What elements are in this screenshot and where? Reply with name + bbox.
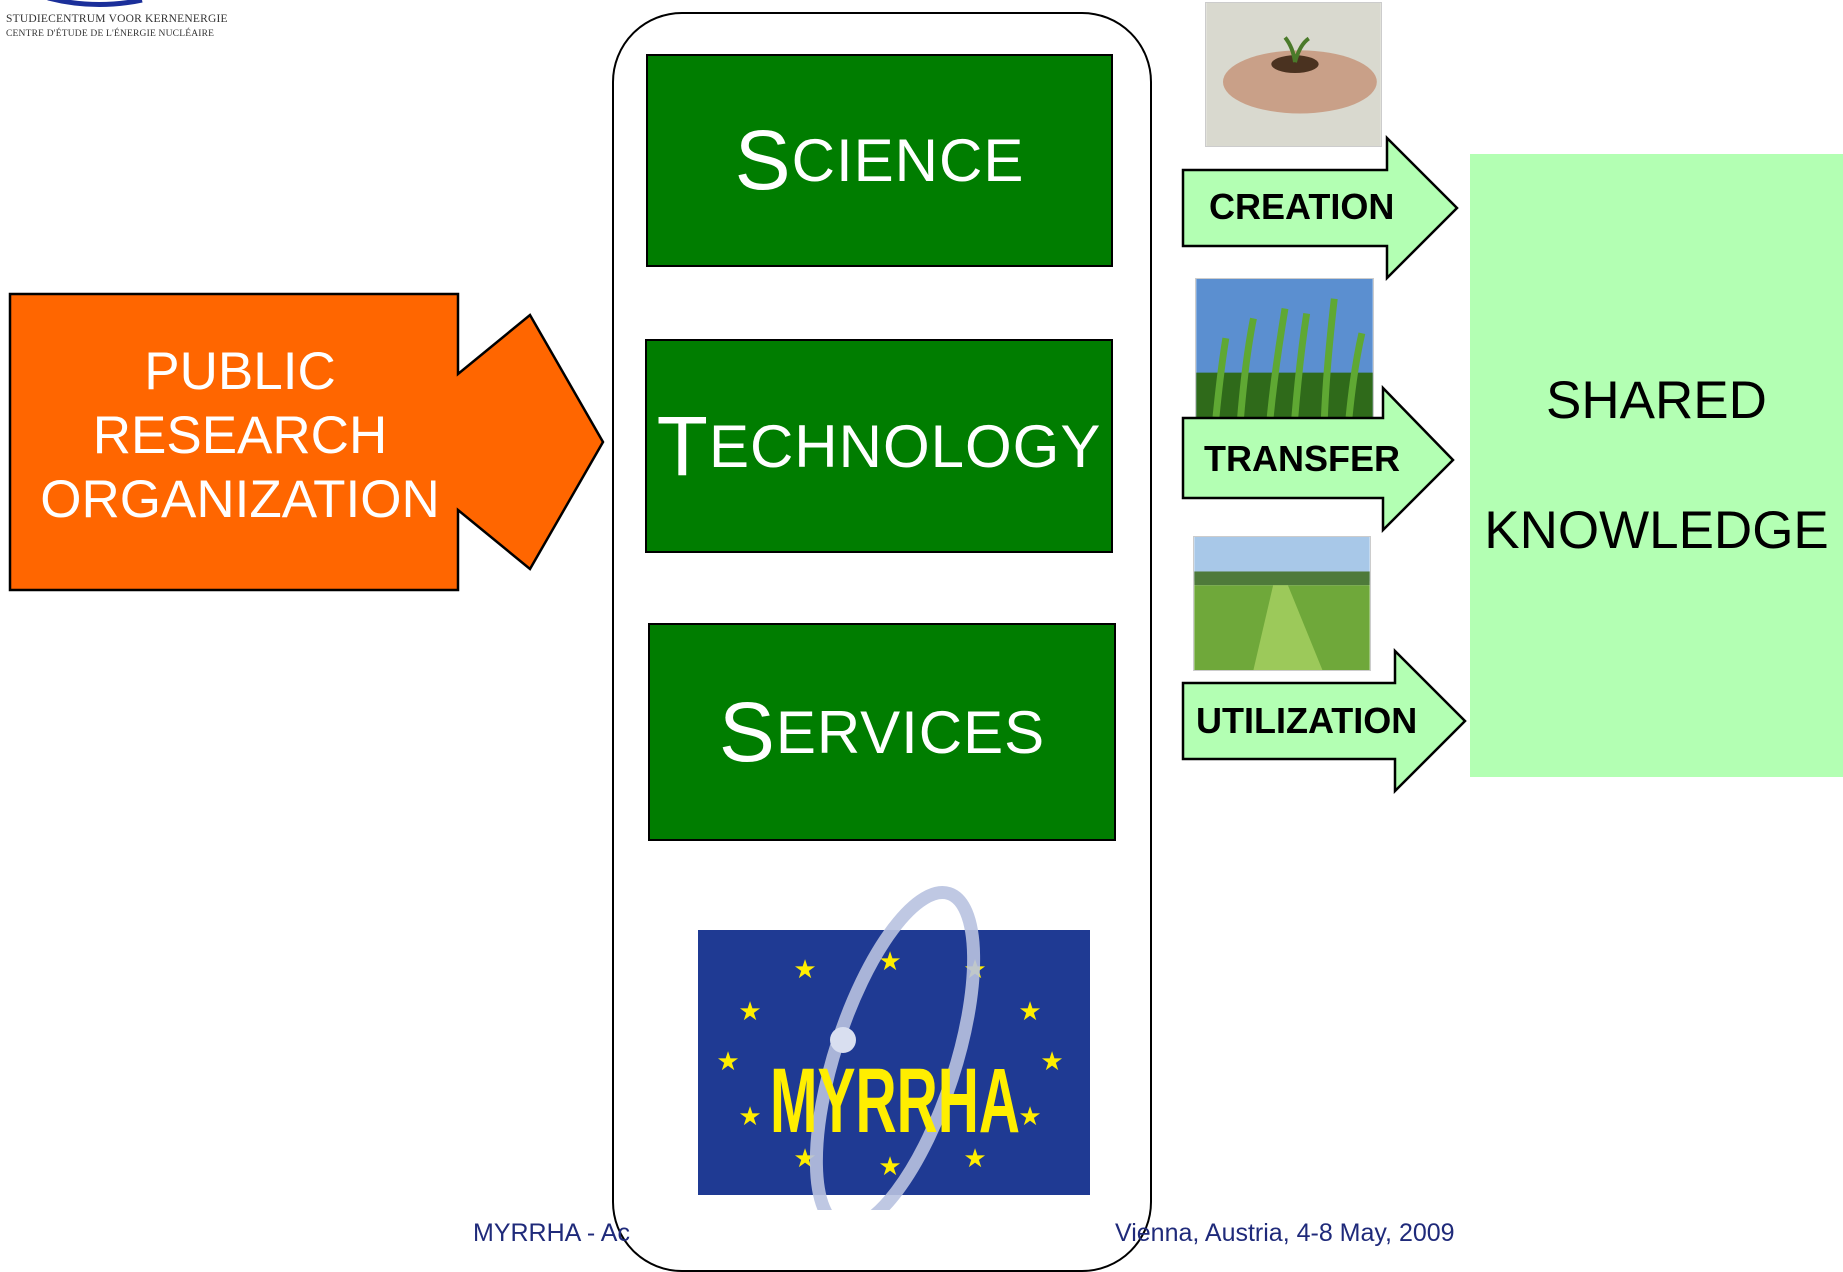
logo-text-dutch: STUDIECENTRUM VOOR KERNENERGIE (6, 13, 228, 25)
services-rest: ERVICES (775, 698, 1046, 766)
svg-text:★: ★ (878, 947, 901, 977)
pro-line-2: RESEARCH (92, 406, 388, 465)
shared-knowledge-box (1470, 154, 1843, 777)
svg-text:★: ★ (878, 1152, 901, 1182)
svg-text:★: ★ (1018, 1102, 1041, 1132)
technology-rest: ECHNOLOGY (708, 412, 1102, 480)
utilization-arrow (1181, 648, 1467, 795)
science-initial: S (734, 113, 792, 207)
knowledge-label: KNOWLEDGE (1484, 501, 1829, 560)
svg-text:★: ★ (716, 1047, 739, 1077)
technology-initial: T (656, 398, 709, 493)
svg-text:★: ★ (738, 1102, 761, 1132)
transfer-arrow (1181, 385, 1455, 534)
utilization-label: UTILIZATION (1196, 700, 1418, 741)
creation-arrow (1181, 135, 1459, 282)
logo-text-french: CENTRE D'ÉTUDE DE L'ÉNERGIE NUCLÉAIRE (6, 29, 215, 39)
pro-line-3: ORGANIZATION (40, 470, 440, 529)
myrrha-logo-text: MYRRHA (770, 1050, 1020, 1152)
svg-text:★: ★ (1018, 997, 1041, 1027)
creation-label: CREATION (1209, 186, 1395, 227)
hands-seedling-photo (1205, 2, 1382, 147)
svg-text:★: ★ (793, 955, 816, 985)
footer-left-text: MYRRHA - Ac (473, 1219, 630, 1247)
public-research-organization-label: PUBLIC RESEARCH ORGANIZATION (20, 340, 460, 532)
myrrha-logo: ★★★ ★★ ★★ ★★ ★★★ MYRRHA (698, 886, 1090, 1210)
science-rest: CIENCE (791, 127, 1025, 194)
sck-cen-logo-icon (47, 0, 143, 7)
green-field-photo (1193, 536, 1371, 671)
svg-text:★: ★ (1040, 1047, 1063, 1077)
services-initial: S (718, 684, 776, 779)
footer-right-text: Vienna, Austria, 4-8 May, 2009 (1115, 1219, 1455, 1247)
svg-text:★: ★ (963, 1144, 986, 1174)
public-research-organization-arrow (8, 292, 605, 592)
shared-label: SHARED (1546, 371, 1767, 430)
transfer-label: TRANSFER (1204, 438, 1400, 479)
grass-sprouts-photo (1195, 278, 1374, 418)
svg-text:★: ★ (738, 997, 761, 1027)
pro-line-1: PUBLIC (144, 342, 336, 401)
